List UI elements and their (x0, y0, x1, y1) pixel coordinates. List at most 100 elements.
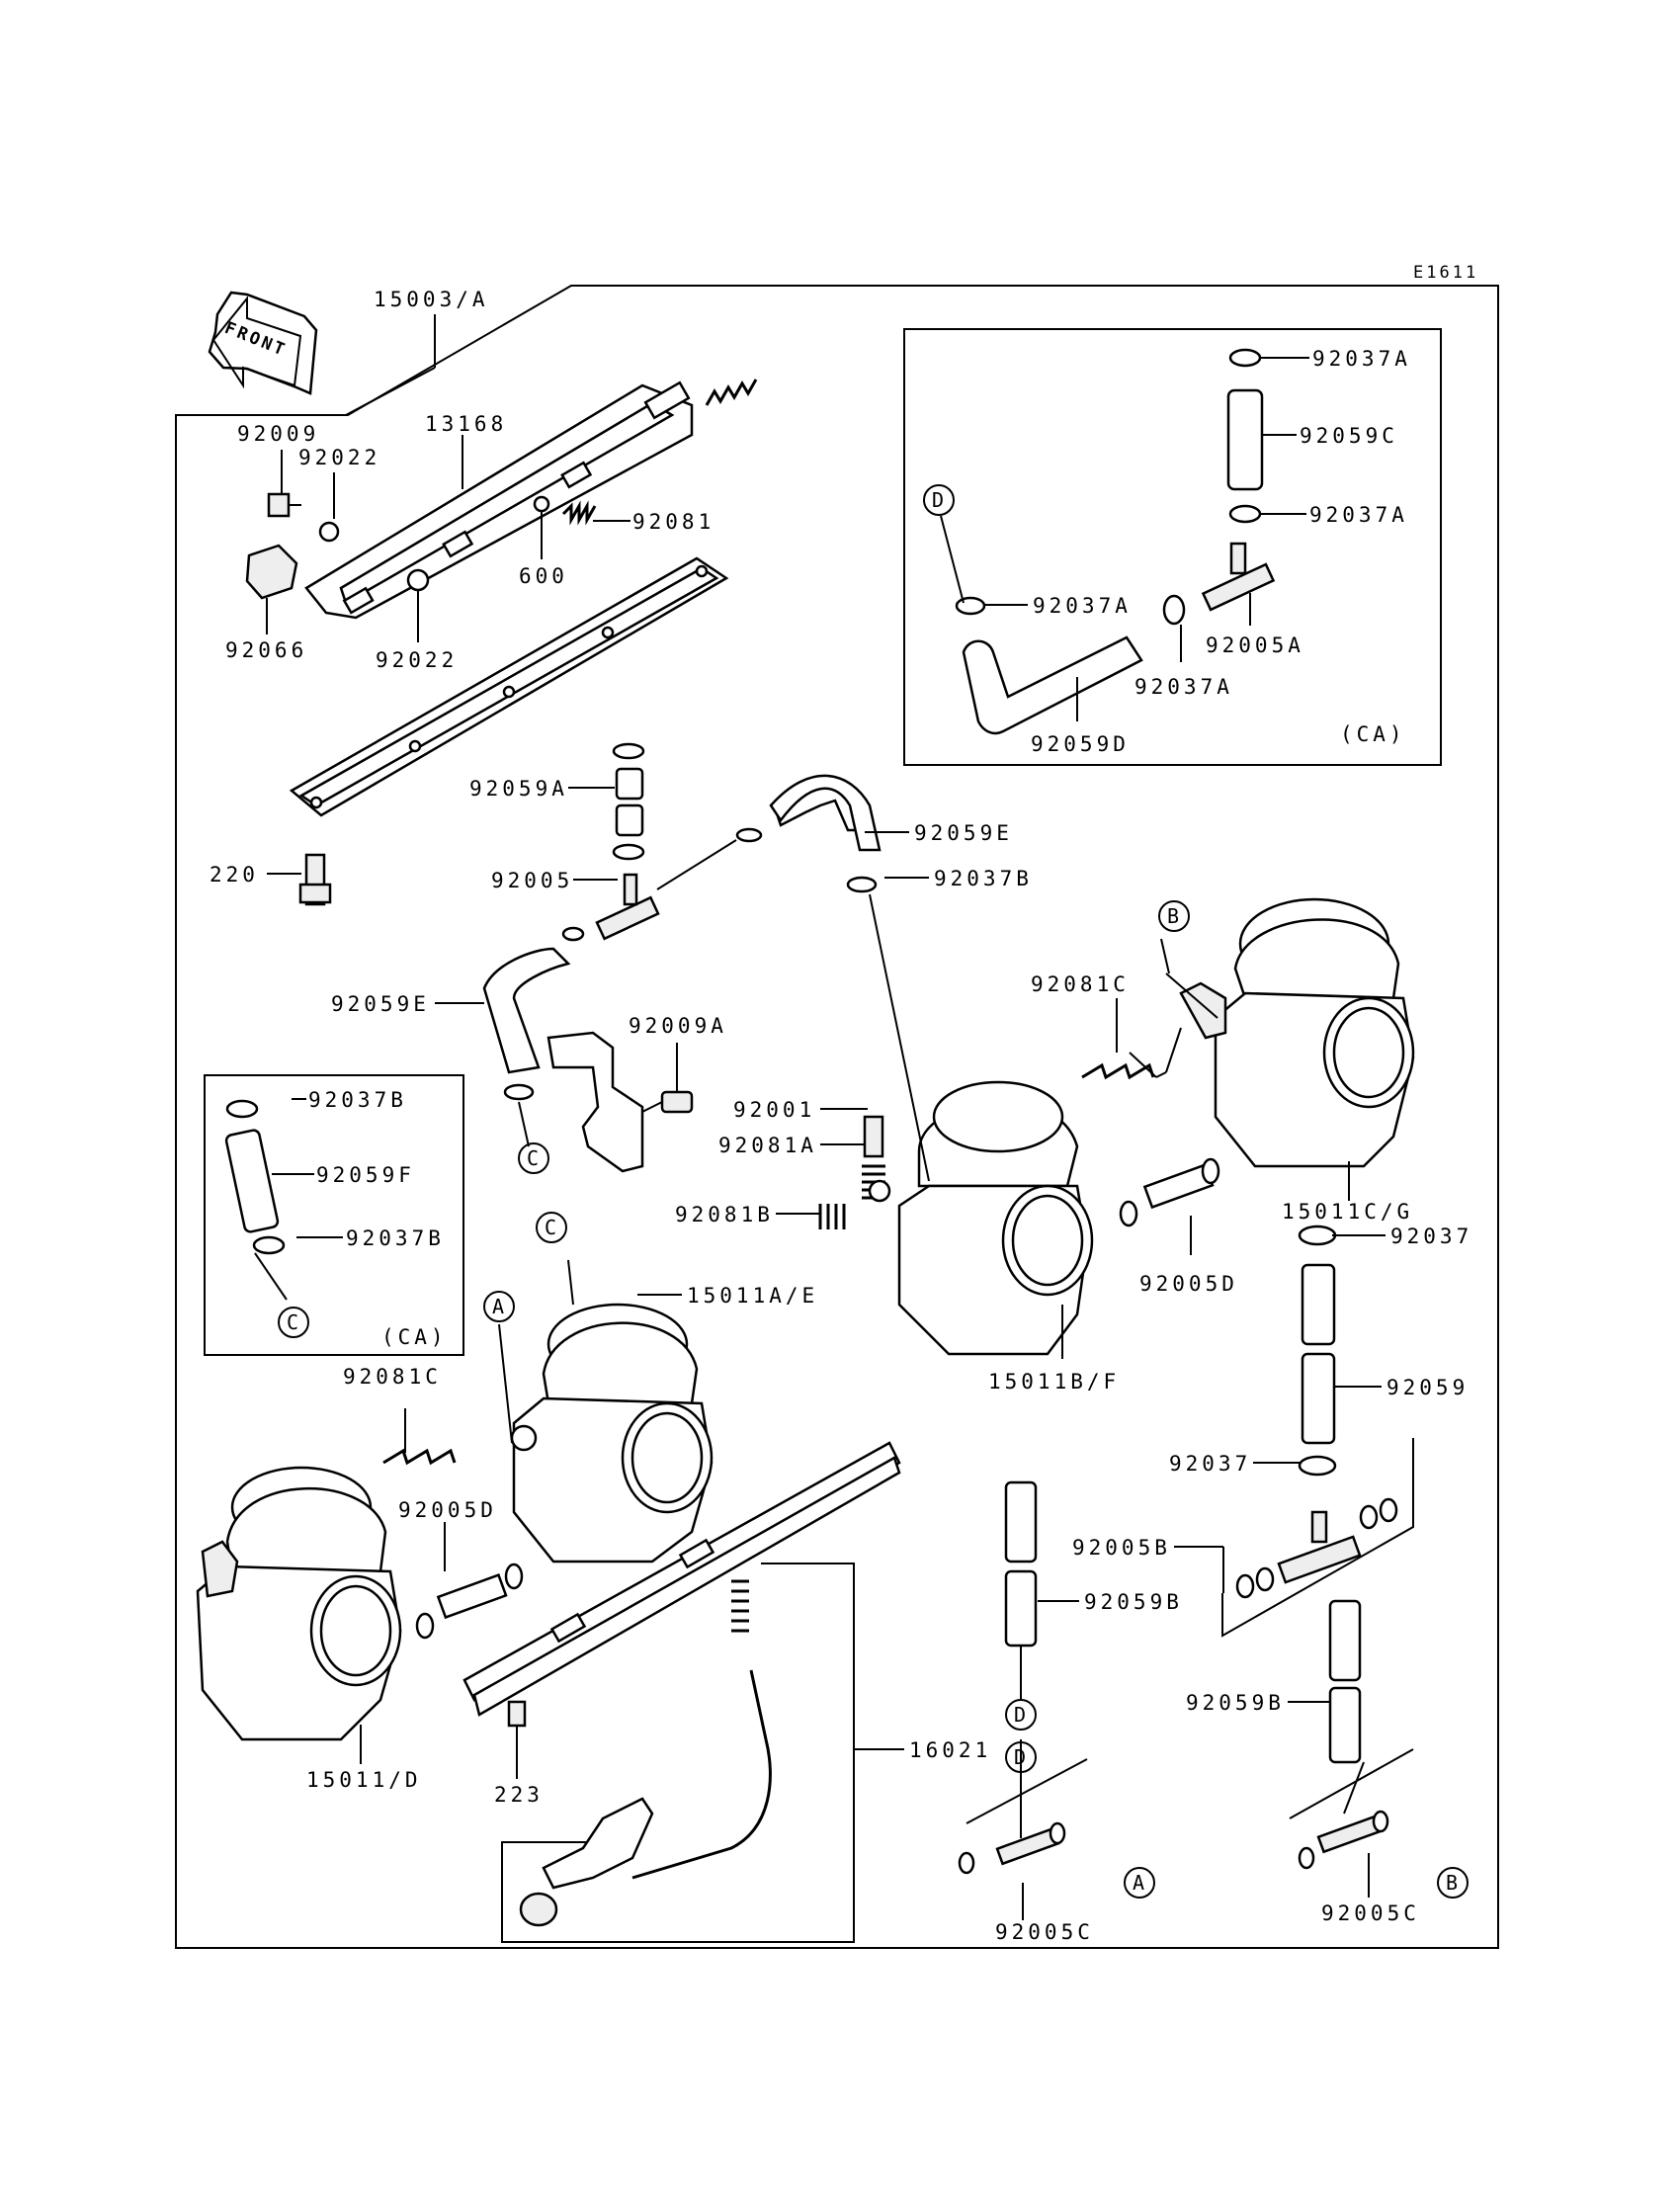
label-92037a-4: 92037A (1134, 675, 1233, 699)
label-92005: 92005 (491, 869, 573, 892)
clip-92037B-top (846, 876, 878, 893)
label-92037b-ca2: 92037B (346, 1226, 445, 1250)
fitting-92005C-mid (958, 1821, 1066, 1875)
label-92037a-2: 92037A (1309, 503, 1408, 527)
label-15011cg: 15011C/G (1282, 1200, 1413, 1224)
ca-label-top: (CA) (1340, 722, 1406, 746)
label-16021: 16021 (909, 1738, 991, 1762)
label-92059e-top: 92059E (914, 821, 1013, 845)
label-92081b: 92081B (675, 1203, 774, 1226)
ca-label-left: (CA) (381, 1325, 448, 1349)
cable-line (631, 1669, 772, 1880)
part-labels: 15003/A 13168 92009 92022 92081 600 9206… (210, 288, 1472, 1944)
label-92059a: 92059A (469, 777, 568, 801)
label-15003a: 15003/A (374, 288, 489, 311)
label-13168: 13168 (425, 412, 507, 436)
label-92037b-top: 92037B (934, 867, 1033, 890)
ref-c-ca: C (287, 1310, 298, 1334)
label-92081c-right: 92081C (1031, 972, 1130, 996)
spring-cable (731, 1579, 749, 1633)
circle-refs: D B C C C A D D A B (278, 484, 1469, 1899)
label-92081c-left: 92081C (343, 1365, 442, 1389)
label-92005d-left: 92005D (398, 1498, 497, 1522)
spring-92081B (818, 1204, 846, 1229)
label-92005a: 92005A (1206, 634, 1304, 657)
fitting-box-mid (966, 1758, 1088, 1824)
label-600: 600 (519, 564, 568, 588)
carburetor-15011CG (1179, 897, 1415, 1168)
label-92037a-1: 92037A (1312, 347, 1411, 371)
washer-92022-bot (406, 568, 430, 592)
label-92037-right: 92037 (1390, 1225, 1472, 1248)
label-92066: 92066 (225, 638, 307, 662)
hose-92059D (962, 635, 1143, 735)
label-92059d: 92059D (1031, 732, 1130, 756)
ref-d-mid1: D (1014, 1703, 1026, 1727)
screw-92001 (863, 1115, 884, 1158)
fitting-92059A (612, 742, 645, 861)
label-92059b-mid: 92059B (1084, 1590, 1183, 1614)
pipe-92005D-left (415, 1563, 524, 1640)
label-92059-right: 92059 (1386, 1376, 1469, 1399)
ref-a-carb: A (492, 1295, 504, 1318)
carburetor-15011AE (510, 1303, 714, 1563)
linkage-bar-16021 (462, 1441, 901, 1717)
label-15011bf: 15011B/F (988, 1370, 1120, 1394)
ref-c-mid: C (527, 1146, 539, 1170)
hose-92059F (224, 1129, 280, 1233)
spring-top (705, 379, 758, 406)
hose-92059E-left (482, 947, 571, 1074)
bracket-13168 (304, 380, 694, 620)
front-arrow-icon: FRONT (208, 291, 318, 395)
bolt-220 (298, 853, 332, 906)
ref-c-carb: C (545, 1216, 556, 1239)
ref-a-bot: A (1133, 1871, 1144, 1895)
hose-92059C (1226, 388, 1264, 491)
label-92022-bot: 92022 (376, 648, 458, 672)
clip-a (561, 926, 585, 942)
spring-92081 (561, 500, 597, 526)
hose-small (656, 839, 737, 890)
label-92081a: 92081A (718, 1134, 817, 1157)
label-92081: 92081 (632, 510, 714, 534)
ca-box-top (903, 328, 1442, 766)
label-220: 220 (210, 863, 259, 887)
fitting-92005A (1201, 542, 1276, 612)
label-92022-top: 92022 (298, 446, 380, 469)
clip-92037A-1 (1228, 348, 1262, 368)
clip-92037B-ca1 (225, 1099, 259, 1119)
ref-b-top: B (1167, 904, 1179, 928)
figure-code: E1611 (1413, 263, 1478, 283)
spring-92081C-right (1081, 1062, 1155, 1080)
clip-b (735, 827, 763, 843)
label-92005c-mid: 92005C (995, 1920, 1094, 1944)
label-92005d-right: 92005D (1139, 1272, 1238, 1296)
spring-92081C-left (382, 1448, 457, 1466)
hose-92059B-mid (1004, 1480, 1038, 1648)
ball-600 (533, 495, 550, 513)
label-223: 223 (494, 1783, 544, 1807)
label-92037b-ca1: 92037B (308, 1088, 407, 1112)
label-92037-right2: 92037 (1169, 1452, 1251, 1476)
ref-b-bot: B (1446, 1871, 1458, 1895)
clip-92037A-4 (1162, 594, 1186, 626)
hose-92059E-top-bend (769, 774, 882, 852)
screw-92009 (267, 492, 301, 518)
washer-92022-top (318, 521, 340, 543)
bracket-92009A (546, 1031, 694, 1173)
label-92009: 92009 (237, 422, 319, 446)
label-92005c-right: 92005C (1321, 1901, 1420, 1925)
manifold-box (1221, 1438, 1414, 1638)
clip-92037B-ca2 (252, 1235, 286, 1255)
bolt-223 (507, 1700, 527, 1728)
label-92037a-3: 92037A (1033, 594, 1132, 618)
carburetor-15011BF (868, 1080, 1094, 1356)
label-92059c: 92059C (1300, 424, 1398, 448)
label-92009a: 92009A (629, 1014, 727, 1038)
fitting-box-right (1289, 1748, 1414, 1819)
clip-92037A-3 (955, 596, 986, 616)
fitting-92005 (595, 873, 660, 941)
ref-d-mid2: D (1014, 1745, 1026, 1769)
throttle-bracket (519, 1797, 654, 1927)
